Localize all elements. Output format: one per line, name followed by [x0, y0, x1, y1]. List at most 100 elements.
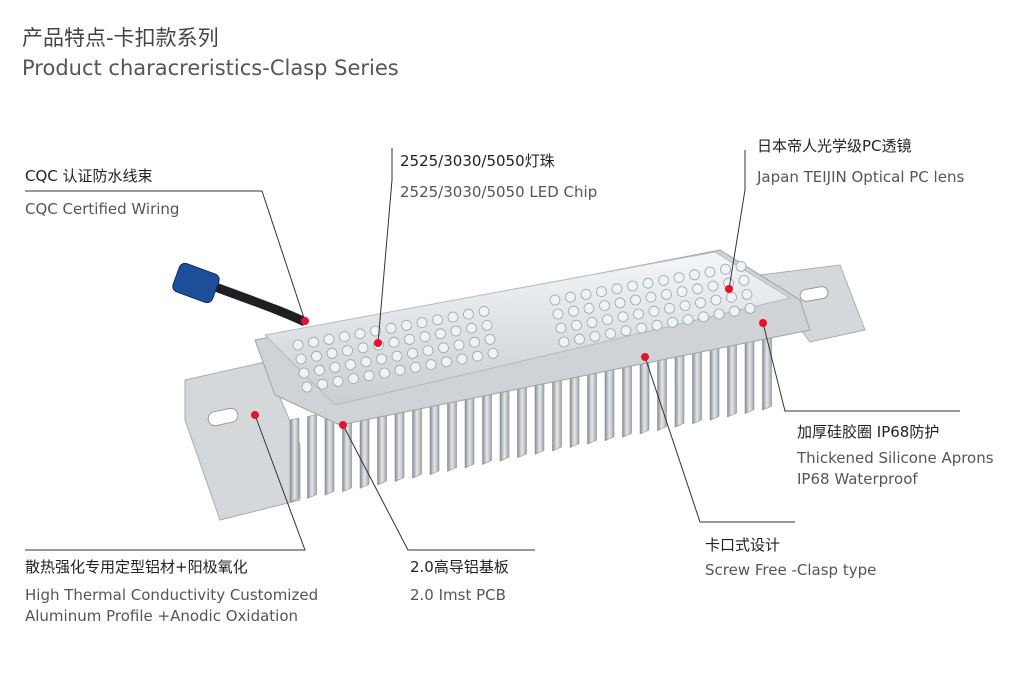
led-chip: [642, 277, 654, 289]
led-chip: [549, 294, 561, 306]
led-chip: [630, 294, 641, 306]
led-chip: [552, 308, 564, 320]
led-chip: [441, 356, 452, 368]
led-chip: [487, 347, 499, 359]
wiring-label-zh: CQC 认证防水线束: [25, 167, 153, 185]
led-chip: [658, 274, 669, 286]
led-chip: [682, 314, 694, 326]
led-chip: [463, 308, 474, 320]
led-chip: [432, 314, 443, 326]
led-chip: [741, 288, 753, 300]
led-chip: [329, 361, 341, 373]
led-chip: [571, 319, 582, 331]
led-chip: [342, 345, 353, 357]
led-chip: [599, 300, 610, 312]
apron-label-en2: IP68 Waterproof: [797, 470, 918, 488]
led-chip: [345, 359, 356, 371]
led-chip: [645, 291, 657, 303]
led-chip: [667, 316, 678, 328]
led-chip: [422, 345, 434, 357]
led-chip: [311, 350, 322, 362]
led-chip: [673, 272, 685, 284]
led-chip: [401, 319, 412, 331]
led-chip: [735, 260, 747, 272]
led-chip: [484, 333, 496, 345]
led-chip: [555, 322, 567, 334]
led-chip: [689, 269, 700, 281]
heat-sink-fin: [324, 410, 335, 496]
led-chip: [450, 325, 462, 337]
heat-sink-fins: [289, 325, 772, 503]
led-chip: [707, 280, 719, 292]
led-chip: [583, 302, 595, 314]
clasp-label-zh: 卡口式设计: [705, 536, 781, 554]
lens-label-en: Japan TEIJIN Optical PC lens: [757, 168, 965, 186]
led-chip: [404, 333, 415, 345]
led-chip: [713, 308, 725, 320]
led-chip: [410, 361, 421, 373]
led-chip: [602, 314, 613, 326]
led-chip: [379, 367, 390, 379]
lens-label-zh: 日本帝人光学级PC透镜: [757, 137, 912, 155]
led-chip: [363, 370, 375, 382]
heat-sink-fin: [307, 414, 317, 499]
clasp-label-en: Screw Free -Clasp type: [705, 561, 877, 579]
led-chip: [720, 263, 731, 275]
led-chip: [323, 333, 335, 345]
led-chip: [292, 339, 304, 351]
led-chip: [565, 291, 576, 303]
led-chip: [332, 375, 344, 387]
led-chip: [481, 319, 493, 331]
led-chip: [676, 286, 688, 298]
led-chip: [589, 330, 601, 342]
callout-dots: [251, 285, 767, 429]
led-chip: [558, 336, 570, 348]
led-chip: [435, 328, 446, 340]
led-chip: [648, 305, 660, 317]
title-english: Product characreristics-Clasp Series: [22, 56, 399, 80]
led-chip: [466, 322, 477, 334]
chip-label-en: 2525/3030/5050 LED Chip: [400, 183, 598, 201]
led-chip: [574, 333, 585, 345]
led-chip: [704, 266, 716, 278]
led-chip: [416, 317, 428, 329]
led-chip: [295, 353, 307, 365]
led-chip: [568, 305, 579, 317]
led-chip: [407, 347, 418, 359]
led-chip: [661, 288, 672, 300]
led-chip: [729, 305, 740, 317]
led-chip: [453, 339, 465, 351]
led-chip: [370, 325, 381, 337]
led-chip: [469, 336, 480, 348]
heat-sink-fin: [289, 417, 300, 503]
led-chip: [738, 274, 750, 286]
led-chip: [326, 347, 338, 359]
apron-label-zh: 加厚硅胶圈 IP68防护: [797, 423, 940, 441]
led-chip: [394, 364, 406, 376]
cable: [208, 280, 307, 327]
led-chip: [456, 353, 468, 365]
pcb-label-en: 2.0 Imst PCB: [410, 586, 506, 604]
led-chip: [744, 302, 756, 314]
led-chip: [617, 311, 629, 323]
led-chip: [298, 367, 310, 379]
led-chip: [425, 359, 437, 371]
led-chip: [710, 294, 722, 306]
pcb-label-zh: 2.0高导铝基板: [410, 558, 509, 576]
led-chip: [695, 297, 706, 309]
led-chip: [698, 311, 709, 323]
led-chip: [611, 283, 623, 295]
led-chip: [620, 325, 632, 337]
led-chips: [292, 260, 756, 393]
led-chip: [614, 297, 626, 309]
led-chip: [580, 288, 592, 300]
led-chip: [605, 328, 616, 340]
led-chip: [348, 373, 359, 385]
led-chip: [339, 331, 350, 343]
led-chip: [357, 342, 369, 354]
callout-lines: [25, 148, 960, 551]
led-chip: [376, 353, 387, 365]
led-chip: [664, 302, 675, 314]
led-chip: [354, 328, 366, 340]
